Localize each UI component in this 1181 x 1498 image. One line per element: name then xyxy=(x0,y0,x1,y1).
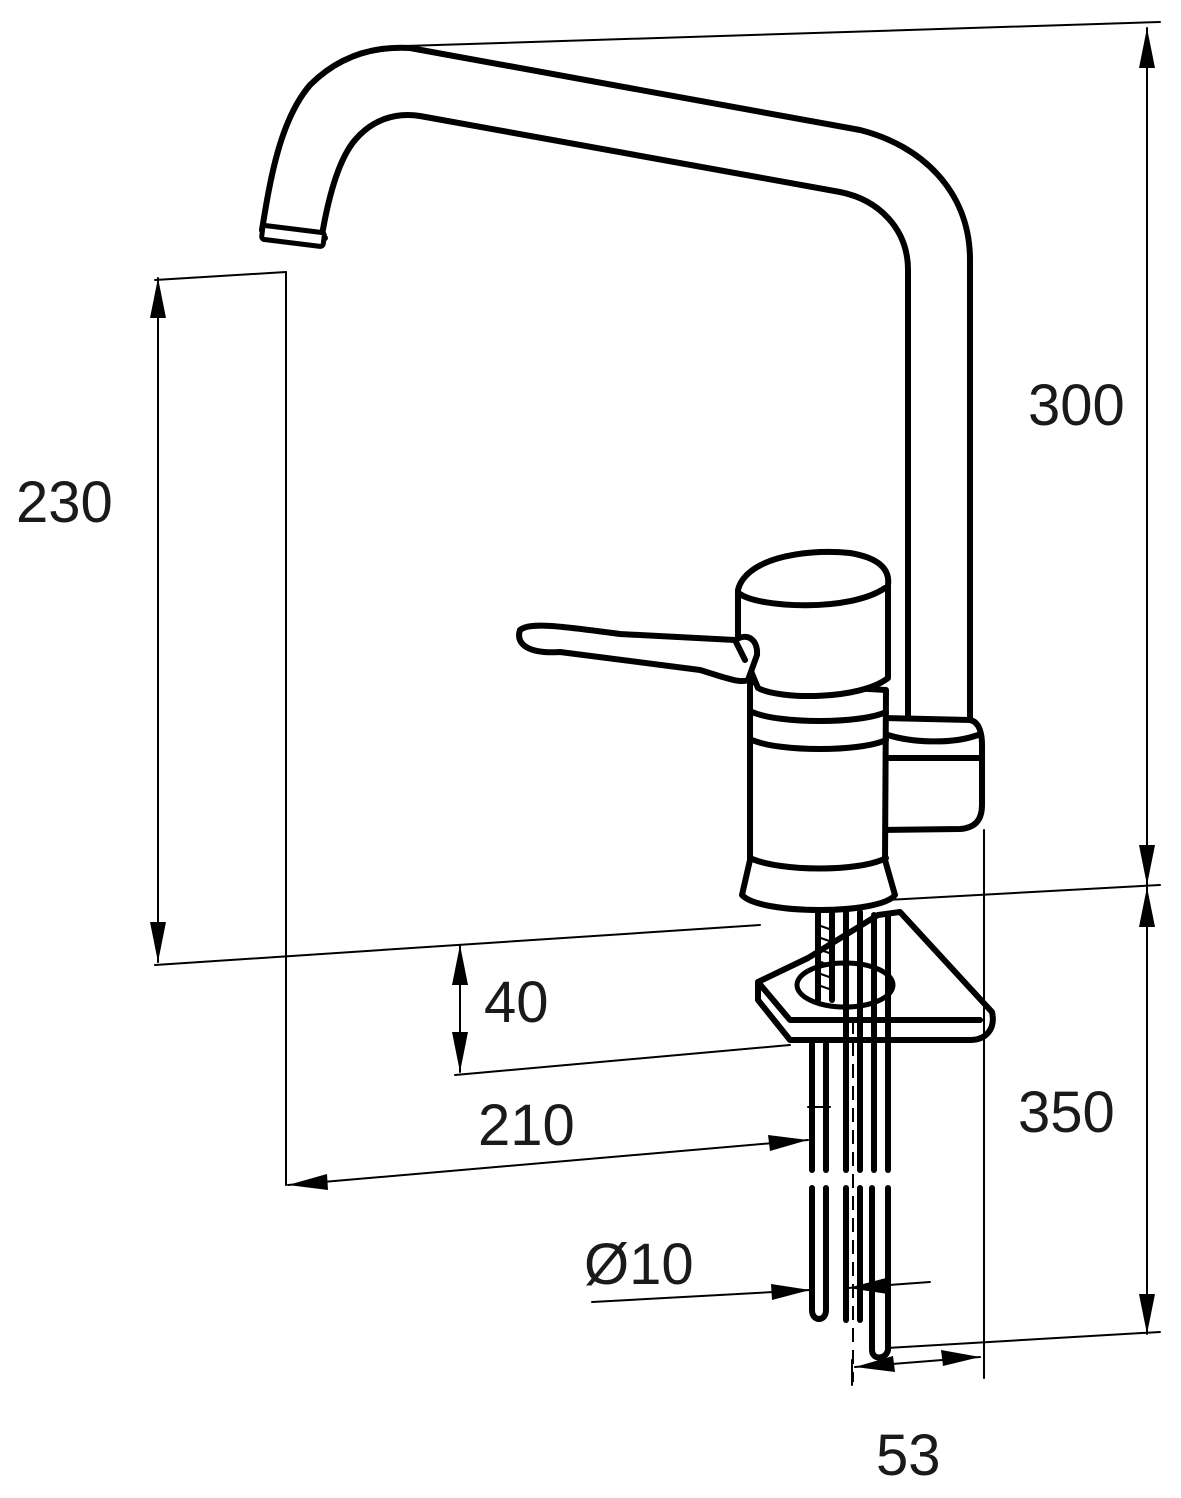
dim-40: 40 xyxy=(484,970,549,1035)
spout-inner xyxy=(319,112,911,721)
lever-detail xyxy=(732,637,748,663)
dim-350: 350 xyxy=(1018,1080,1115,1145)
body-ring-3 xyxy=(747,855,889,872)
handle-cap xyxy=(735,548,892,700)
lever xyxy=(516,622,761,684)
dim-230: 230 xyxy=(16,470,113,535)
faucet-outline xyxy=(259,44,996,1382)
collar-top xyxy=(885,732,981,745)
dim-300: 300 xyxy=(1028,373,1125,438)
body-cylinder xyxy=(739,679,898,913)
body-ring-2 xyxy=(749,737,889,752)
dimension-lines xyxy=(150,21,1161,1386)
threaded-rod xyxy=(815,909,835,1003)
spout-outer xyxy=(259,44,973,723)
handle-cap-top xyxy=(737,585,888,609)
dim-53: 53 xyxy=(876,1423,941,1488)
hoses xyxy=(807,909,891,1361)
spout-collar xyxy=(873,715,985,833)
aerator xyxy=(259,223,327,249)
plate-thickness xyxy=(755,979,983,1023)
dim-210: 210 xyxy=(478,1093,575,1158)
body-ring-1 xyxy=(749,709,889,724)
dim-diameter-10: Ø10 xyxy=(584,1232,694,1297)
